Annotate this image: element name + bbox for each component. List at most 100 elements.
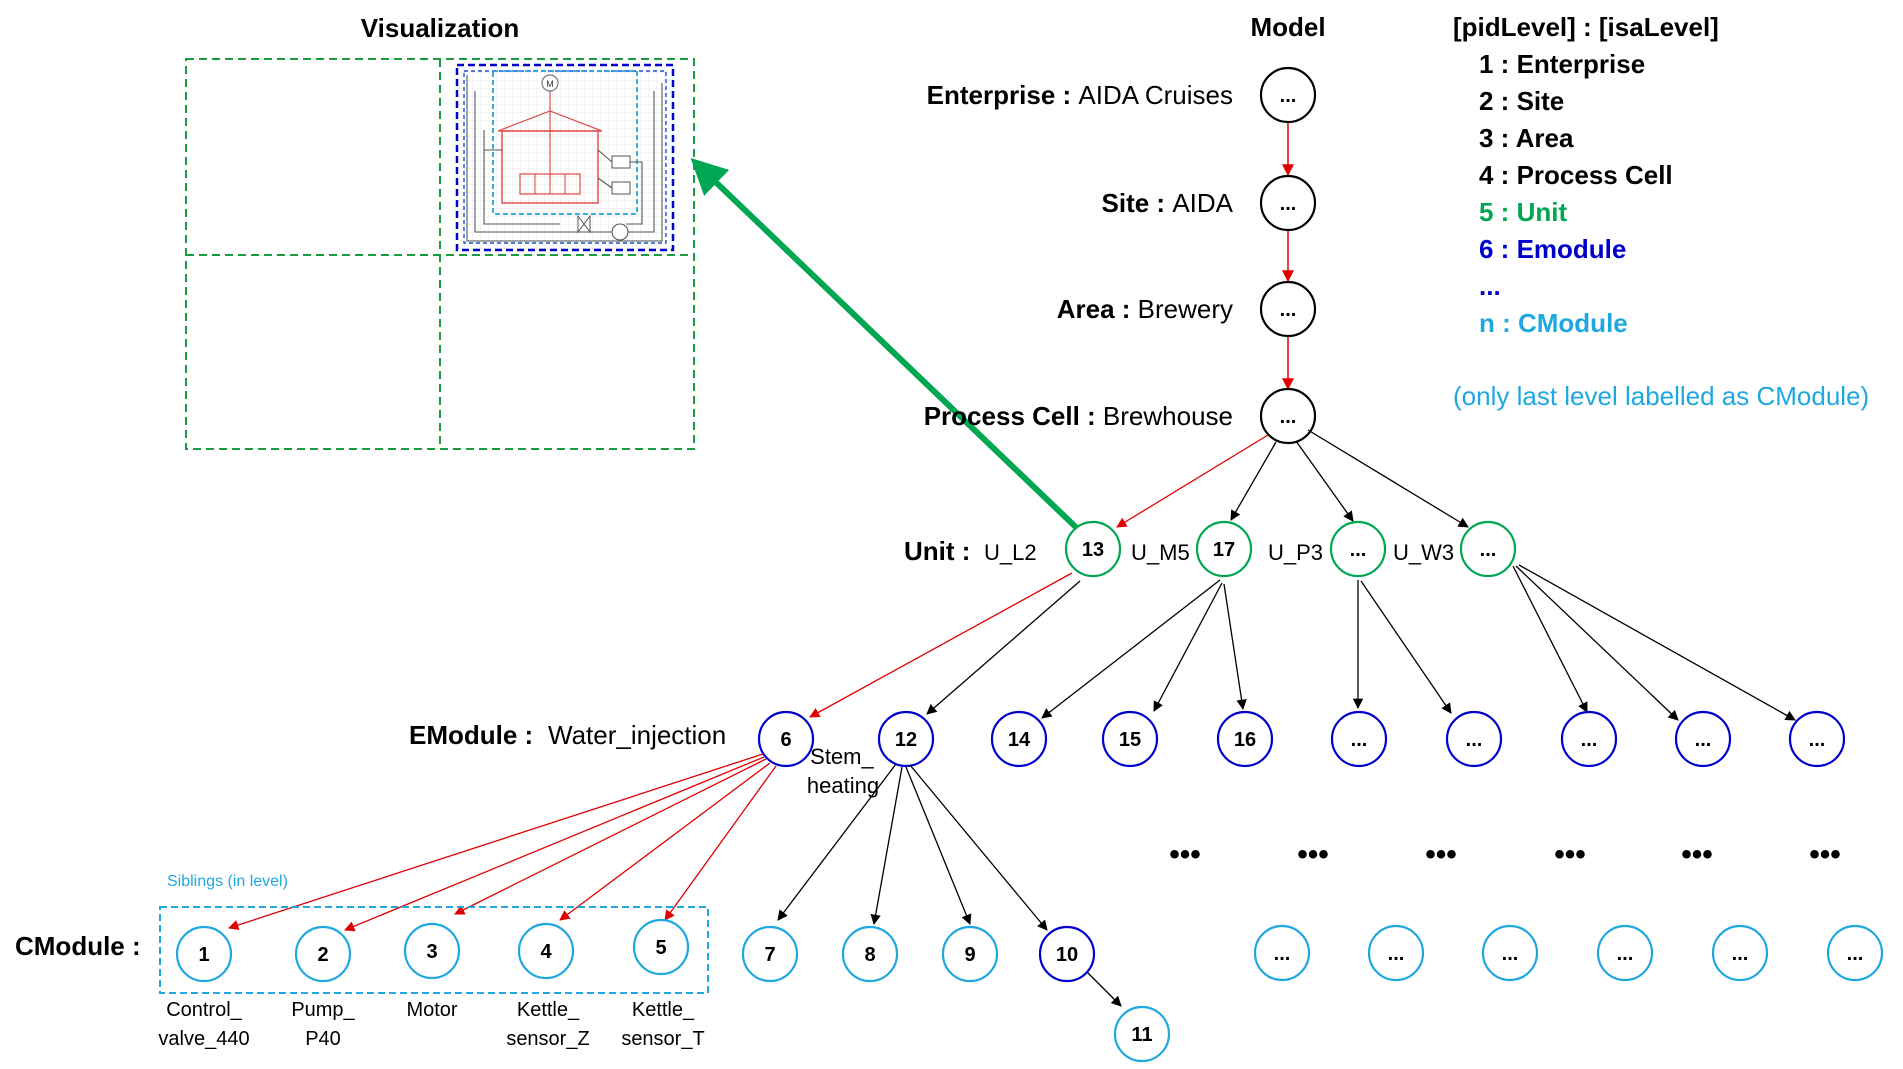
node-label: ... bbox=[1732, 943, 1749, 965]
cmodule-name: Kettle_sensor_Z bbox=[506, 999, 589, 1050]
legend-note: (only last level labelled as CModule) bbox=[1453, 381, 1869, 411]
legend-line: 3 : Area bbox=[1479, 123, 1574, 153]
node-circle bbox=[1259, 66, 1317, 124]
node-label: 5 bbox=[655, 937, 666, 959]
cmodule-node: ... bbox=[1481, 924, 1539, 982]
node-label: ... bbox=[1388, 943, 1405, 965]
visualization-heading: Visualization bbox=[361, 13, 519, 43]
hierarchy-node: ... bbox=[1259, 174, 1317, 232]
unit-name: U_W3 bbox=[1393, 540, 1454, 565]
node-label: ... bbox=[1274, 943, 1291, 965]
ellipsis-mark: ••• bbox=[1425, 838, 1457, 871]
node-circle bbox=[1253, 924, 1311, 982]
node-label: 2 bbox=[317, 944, 328, 966]
cmodule-node: ... bbox=[1253, 924, 1311, 982]
node-circle bbox=[1788, 710, 1846, 768]
node-label: ... bbox=[1351, 729, 1368, 751]
unit-name: U_P3 bbox=[1268, 540, 1323, 565]
node-label: 12 bbox=[895, 729, 917, 751]
hierarchy-level-label: Process Cell : Brewhouse bbox=[924, 401, 1233, 431]
cmodule-node: ... bbox=[1596, 924, 1654, 982]
node-label: ... bbox=[1502, 943, 1519, 965]
emodule-node: 14 bbox=[990, 710, 1048, 768]
node-circle bbox=[877, 710, 935, 768]
emodule-node: ... bbox=[1560, 710, 1618, 768]
cmodule-node: ... bbox=[1826, 924, 1884, 982]
legend-line: 5 : Unit bbox=[1479, 197, 1567, 227]
hierarchy-node: ... bbox=[1259, 387, 1317, 445]
emodule-level-label: EModule : bbox=[409, 720, 533, 750]
siblings-label: Siblings (in level) bbox=[167, 873, 288, 890]
node-circle bbox=[1445, 710, 1503, 768]
node-circle bbox=[757, 710, 815, 768]
node-circle bbox=[1481, 924, 1539, 982]
node-circle bbox=[1064, 520, 1122, 578]
unit-name: U_M5 bbox=[1131, 540, 1190, 565]
emodule-node: ... bbox=[1788, 710, 1846, 768]
ellipsis-mark: ••• bbox=[1681, 838, 1713, 871]
node-circle bbox=[1259, 174, 1317, 232]
emodule-node: ... bbox=[1445, 710, 1503, 768]
ellipsis-mark: ••• bbox=[1809, 838, 1841, 871]
emodule-value: Water_injection bbox=[548, 720, 726, 750]
siblings-box bbox=[159, 906, 709, 994]
node-label: ... bbox=[1280, 299, 1297, 321]
cmodule-name: Control_valve_440 bbox=[158, 999, 249, 1050]
node-circle bbox=[1113, 1005, 1171, 1063]
node-label: 8 bbox=[864, 944, 875, 966]
node-label: ... bbox=[1280, 406, 1297, 428]
node-label: ... bbox=[1466, 729, 1483, 751]
cmodule-node: 8 bbox=[841, 925, 899, 983]
node-circle bbox=[1596, 924, 1654, 982]
level-name: Site : bbox=[1102, 188, 1173, 218]
node-label: 14 bbox=[1008, 729, 1031, 751]
unit-node: 17 bbox=[1195, 520, 1253, 578]
node-circle bbox=[1101, 710, 1159, 768]
node-label: ... bbox=[1480, 539, 1497, 561]
unit-node: 13 bbox=[1064, 520, 1122, 578]
node-circle bbox=[403, 922, 461, 980]
node-label: ... bbox=[1280, 193, 1297, 215]
node-circle bbox=[1367, 924, 1425, 982]
node-circle bbox=[1711, 924, 1769, 982]
visualization-grid bbox=[185, 58, 695, 450]
unit-node: ... bbox=[1459, 520, 1517, 578]
cmodule-node: 3 bbox=[403, 922, 461, 980]
node-label: 4 bbox=[540, 941, 552, 963]
emodule-node: 16 bbox=[1216, 710, 1274, 768]
model-heading: Model bbox=[1250, 12, 1325, 42]
hierarchy-level-label: Area : Brewery bbox=[1057, 294, 1233, 324]
node-label: ... bbox=[1581, 729, 1598, 751]
ellipsis-mark: ••• bbox=[1297, 838, 1329, 871]
node-circle bbox=[1560, 710, 1618, 768]
node-label: ... bbox=[1617, 943, 1634, 965]
unit-edges bbox=[809, 564, 1796, 721]
node-label: 9 bbox=[964, 944, 975, 966]
node-circle bbox=[1259, 280, 1317, 338]
node-circle bbox=[1826, 924, 1884, 982]
visualization-link-arrow bbox=[690, 158, 1085, 536]
process-cell-edges bbox=[1116, 429, 1469, 528]
emodule-node: 12 bbox=[877, 710, 935, 768]
cmodule-node: 5 bbox=[632, 918, 690, 976]
node-label: 13 bbox=[1082, 539, 1104, 561]
level-value: Brewhouse bbox=[1103, 401, 1233, 431]
svg-text:M: M bbox=[546, 79, 554, 89]
ellipsis-mark: ••• bbox=[1169, 838, 1201, 871]
legend-title: [pidLevel] : [isaLevel] bbox=[1453, 12, 1719, 42]
stem-heating-label: Stem_ heating bbox=[807, 744, 880, 798]
node-label: 11 bbox=[1131, 1024, 1152, 1046]
cmodule-node: 2 bbox=[294, 925, 352, 983]
level-value: Brewery bbox=[1138, 294, 1233, 324]
node-circle bbox=[1259, 387, 1317, 445]
cmodule-node: 11 bbox=[1113, 1005, 1171, 1063]
node-label: 1 bbox=[198, 944, 209, 966]
level-value: AIDA bbox=[1172, 188, 1233, 218]
cmodule-node: 7 bbox=[741, 925, 799, 983]
node-circle bbox=[741, 925, 799, 983]
node-label: ... bbox=[1280, 85, 1297, 107]
hierarchy-level-label: Enterprise : AIDA Cruises bbox=[927, 80, 1233, 110]
emodule-edges bbox=[228, 753, 1122, 1007]
emodule-node: 15 bbox=[1101, 710, 1159, 768]
